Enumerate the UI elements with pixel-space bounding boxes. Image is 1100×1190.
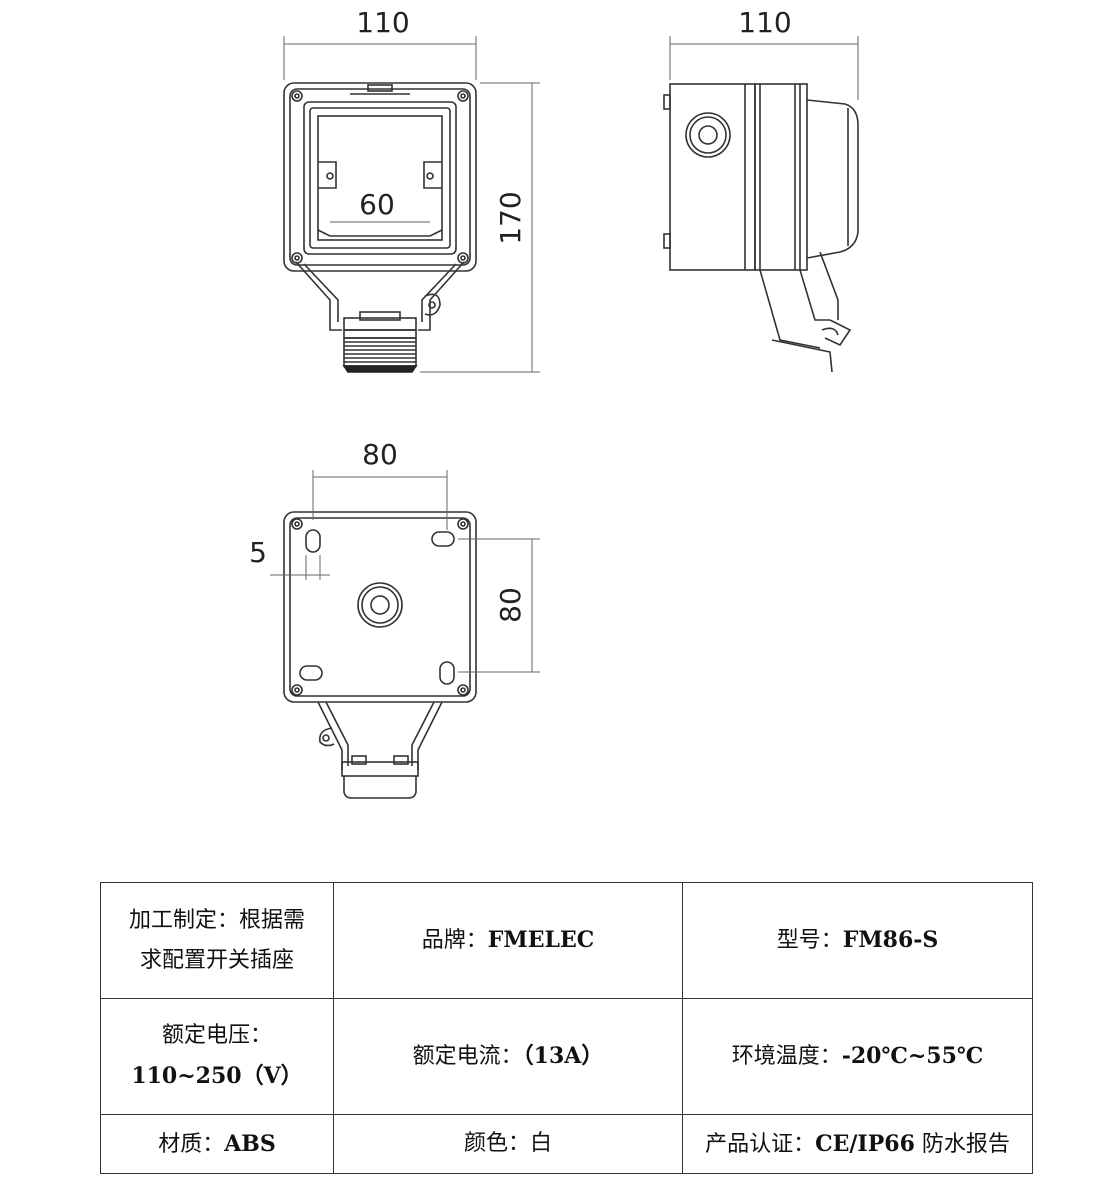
dimension-lines [270,36,859,673]
dimension-labels: 110 110 170 60 80 80 5 [249,6,792,623]
spec-table: 加工制定：根据需 求配置开关插座 品牌：FMELEC 型号：FM86-S 额定电… [100,882,1033,1174]
brand-value: FMELEC [487,927,595,953]
model-value: FM86-S [842,927,939,953]
side-view [663,83,859,373]
current-value: （13A） [522,1043,604,1069]
brand-label: 品牌： [421,928,488,953]
cert-label: 产品认证： [705,1131,816,1157]
inner-width-label: 60 [359,188,395,221]
front-height-label: 170 [494,191,527,244]
back-width-label: 80 [362,438,398,471]
temp-cell: 环境温度：-20℃~55℃ [682,998,1033,1115]
current-cell: 额定电流：（13A） [333,998,683,1115]
slot-offset-label: 5 [249,536,267,569]
voltage-unit: （V） [241,1063,303,1089]
table-row: 加工制定：根据需 求配置开关插座 品牌：FMELEC 型号：FM86-S [100,882,1033,999]
color-label: 颜色： [463,1131,530,1156]
cert-suffix: 防水报告 [921,1131,1010,1157]
front-width-label: 110 [356,6,409,39]
side-width-label: 110 [738,6,791,39]
custom-line1: 加工制定：根据需 [128,907,305,933]
brand-cell: 品牌：FMELEC [333,882,683,999]
material-label: 材质： [158,1131,225,1157]
custom-cell: 加工制定：根据需 求配置开关插座 [100,882,334,999]
model-label: 型号： [776,928,843,953]
model-cell: 型号：FM86-S [682,882,1033,999]
table-row: 额定电压： 110~250（V） 额定电流：（13A） 环境温度：-20℃~55… [100,998,1033,1115]
cert-value: CE/IP66 [815,1130,915,1157]
material-cell: 材质：ABS [100,1114,334,1174]
color-cell: 颜色：白 [333,1114,683,1174]
back-view [283,511,477,799]
back-height-label: 80 [494,587,527,623]
current-label: 额定电流： [412,1044,523,1069]
voltage-label: 额定电压： [161,1023,272,1048]
material-value: ABS [224,1130,276,1157]
cert-cell: 产品认证：CE/IP66 防水报告 [682,1114,1033,1174]
custom-line2: 求配置开关插座 [139,947,294,973]
voltage-cell: 额定电压： 110~250（V） [100,998,334,1115]
voltage-value: 110~250 [131,1063,242,1089]
color-value: 白 [530,1131,553,1156]
front-view [283,82,477,367]
table-row: 材质：ABS 颜色：白 产品认证：CE/IP66 防水报告 [100,1114,1033,1174]
temp-value: -20℃~55℃ [841,1043,984,1069]
temp-label: 环境温度： [731,1044,842,1069]
technical-drawing: 110 110 170 60 80 80 5 [249,6,859,799]
